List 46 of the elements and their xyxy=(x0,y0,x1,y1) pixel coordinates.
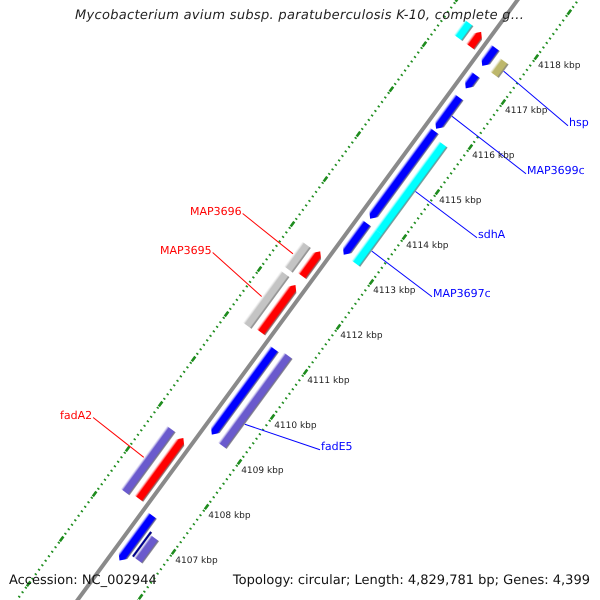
accession-text: Accession: NC_002944 xyxy=(9,573,157,588)
gene-block xyxy=(435,94,464,129)
scale-label: 4108 kbp xyxy=(208,511,251,521)
scale-label: 4112 kbp xyxy=(340,331,383,342)
scale-label: 4111 kbp xyxy=(307,376,350,386)
scale-label: 4113 kbp xyxy=(373,286,416,296)
gene-block xyxy=(369,128,439,219)
gene-block xyxy=(298,251,322,280)
leader-line xyxy=(452,116,526,174)
gene-bar xyxy=(242,270,290,329)
leader-line xyxy=(503,70,568,126)
leader-line xyxy=(92,417,144,458)
gene-block xyxy=(481,44,500,66)
leader-line xyxy=(371,250,432,298)
gene-label: MAP3699c xyxy=(527,164,585,177)
scale-label: 4110 kbp xyxy=(274,421,317,432)
gene-bar xyxy=(490,58,509,78)
leader-line xyxy=(212,252,262,298)
gene-bar xyxy=(134,534,160,564)
scale-label: 4114 kbp xyxy=(406,241,448,252)
gene-block xyxy=(342,220,372,255)
genome-info-text: Topology: circular; Length: 4,829,781 bp; Genes: 4,399 xyxy=(232,573,590,588)
gene-label: fadE5 xyxy=(321,440,353,453)
scale-label: 4115 kbp xyxy=(439,196,482,206)
gene-label: sdhA xyxy=(478,228,506,241)
scale-label: 4117 kbp xyxy=(505,106,548,116)
gene-block xyxy=(464,72,480,88)
gene-label: MAP3697c xyxy=(433,287,491,300)
gene-label: fadA2 xyxy=(60,409,92,422)
gene-block xyxy=(134,438,184,502)
gene-block xyxy=(466,32,482,50)
gene-block xyxy=(118,512,157,561)
leader-line xyxy=(244,424,320,450)
gene-bar xyxy=(284,241,311,273)
leader-line xyxy=(415,191,478,238)
gene-label: MAP3696 xyxy=(190,205,242,218)
scale-label: 4109 kbp xyxy=(241,466,284,476)
scale-label: 4107 kbp xyxy=(175,556,218,566)
gene-bar xyxy=(351,228,384,267)
gene-bar xyxy=(120,426,176,496)
leader-line xyxy=(242,213,294,254)
gene-block xyxy=(256,285,296,336)
gene-label: hsp xyxy=(569,116,589,129)
scale-label: 4118 kbp xyxy=(538,61,580,72)
gene-label: MAP3695 xyxy=(160,244,212,257)
title: Mycobacterium avium subsp. paratuberculosis K-10, complete g... xyxy=(75,8,524,23)
